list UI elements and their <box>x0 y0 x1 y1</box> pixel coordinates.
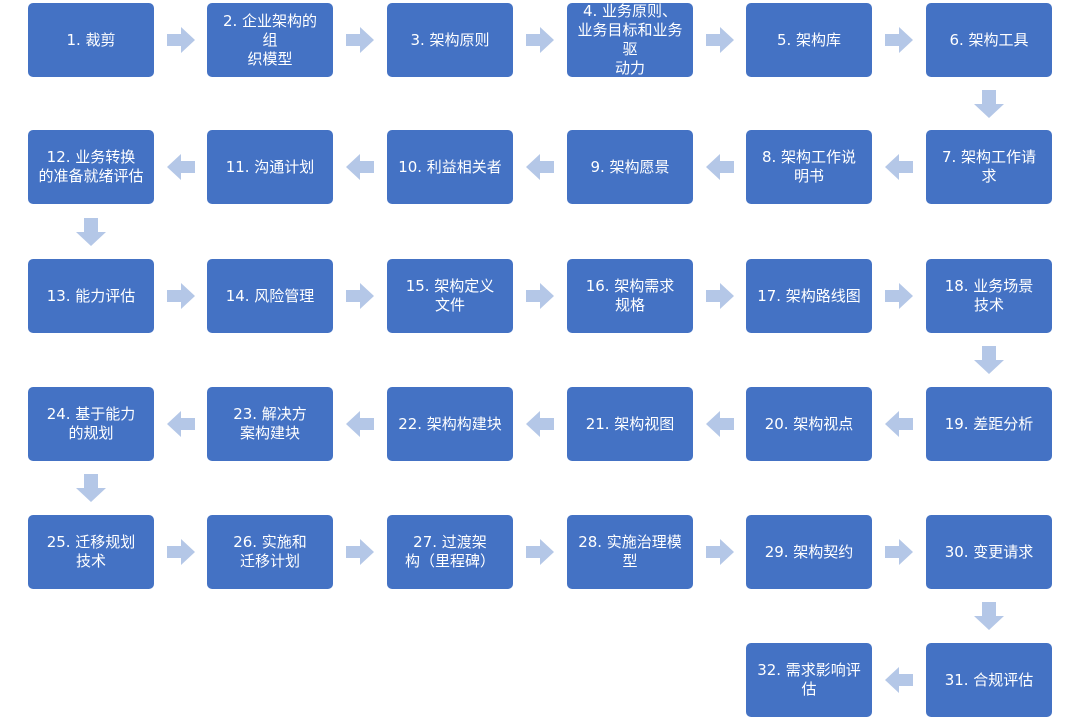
step-box: 29. 架构契约 <box>746 515 872 589</box>
flow-arrow-icon <box>526 27 554 53</box>
step-label: 10. 利益相关者 <box>398 157 502 176</box>
step-label: 13. 能力评估 <box>46 286 136 305</box>
flow-arrow-icon <box>885 539 913 565</box>
step-label: 30. 变更请求 <box>944 542 1034 561</box>
step-label: 11. 沟通计划 <box>225 157 315 176</box>
step-box: 2. 企业架构的组织模型 <box>207 3 333 77</box>
step-label: 17. 架构路线图 <box>757 286 861 305</box>
step-label: 18. 业务场景技术 <box>944 277 1034 314</box>
flow-arrow-icon <box>526 411 554 437</box>
step-box: 23. 解决方案构建块 <box>207 387 333 461</box>
step-label: 29. 架构契约 <box>764 542 854 561</box>
step-label: 24. 基于能力的规划 <box>46 405 136 442</box>
flow-arrow-icon <box>705 27 734 53</box>
flow-arrow-icon <box>166 154 195 180</box>
step-label: 9. 架构愿景 <box>590 157 670 176</box>
step-box: 22. 架构构建块 <box>387 387 513 461</box>
step-box: 31. 合规评估 <box>926 643 1052 717</box>
step-label: 19. 差距分析 <box>944 414 1034 433</box>
step-label: 28. 实施治理模型 <box>578 533 682 570</box>
step-box: 26. 实施和迁移计划 <box>207 515 333 589</box>
flow-arrow-icon <box>885 411 913 437</box>
flow-arrow-icon <box>885 283 913 309</box>
step-label: 14. 风险管理 <box>225 286 315 305</box>
step-box: 9. 架构愿景 <box>567 130 693 204</box>
flow-arrow-icon <box>346 539 374 565</box>
flow-arrow-icon <box>166 411 195 437</box>
flow-arrow-icon <box>76 217 106 246</box>
step-box: 15. 架构定义文件 <box>387 259 513 333</box>
step-box: 30. 变更请求 <box>926 515 1052 589</box>
step-label: 31. 合规评估 <box>944 670 1034 689</box>
flow-arrow-icon <box>974 602 1004 630</box>
flow-arrow-icon <box>885 154 913 180</box>
step-box: 12. 业务转换的准备就绪评估 <box>28 130 154 204</box>
step-label: 5. 架构库 <box>776 30 842 49</box>
step-box: 24. 基于能力的规划 <box>28 387 154 461</box>
step-box: 28. 实施治理模型 <box>567 515 693 589</box>
step-box: 3. 架构原则 <box>387 3 513 77</box>
step-box: 10. 利益相关者 <box>387 130 513 204</box>
step-box: 32. 需求影响评估 <box>746 643 872 717</box>
step-box: 21. 架构视图 <box>567 387 693 461</box>
step-label: 3. 架构原则 <box>410 30 490 49</box>
step-label: 32. 需求影响评估 <box>757 661 861 698</box>
flow-arrow-icon <box>705 411 734 437</box>
flow-arrow-icon <box>166 283 195 309</box>
step-label: 4. 业务原则、业务目标和业务驱动力 <box>577 2 683 77</box>
flow-arrow-icon <box>346 154 374 180</box>
flow-arrow-icon <box>346 411 374 437</box>
step-box: 14. 风险管理 <box>207 259 333 333</box>
step-label: 26. 实施和迁移计划 <box>233 533 307 570</box>
flow-arrow-icon <box>705 154 734 180</box>
step-label: 8. 架构工作说明书 <box>761 148 857 185</box>
step-label: 7. 架构工作请求 <box>941 148 1037 185</box>
step-box: 25. 迁移规划技术 <box>28 515 154 589</box>
step-box: 16. 架构需求规格 <box>567 259 693 333</box>
flow-arrow-icon <box>885 667 913 693</box>
flow-arrow-icon <box>974 89 1004 118</box>
flow-arrow-icon <box>974 346 1004 374</box>
step-label: 2. 企业架构的组织模型 <box>222 11 318 68</box>
flow-arrow-icon <box>166 27 195 53</box>
step-box: 1. 裁剪 <box>28 3 154 77</box>
step-box: 5. 架构库 <box>746 3 872 77</box>
step-box: 19. 差距分析 <box>926 387 1052 461</box>
step-label: 27. 过渡架构（里程碑） <box>404 533 495 570</box>
flow-arrow-icon <box>526 283 554 309</box>
step-box: 27. 过渡架构（里程碑） <box>387 515 513 589</box>
step-label: 21. 架构视图 <box>585 414 675 433</box>
flow-arrow-icon <box>705 283 734 309</box>
step-box: 18. 业务场景技术 <box>926 259 1052 333</box>
step-box: 11. 沟通计划 <box>207 130 333 204</box>
step-box: 17. 架构路线图 <box>746 259 872 333</box>
step-label: 12. 业务转换的准备就绪评估 <box>38 148 144 185</box>
step-label: 20. 架构视点 <box>764 414 854 433</box>
flow-arrow-icon <box>166 539 195 565</box>
step-label: 22. 架构构建块 <box>398 414 502 433</box>
step-box: 20. 架构视点 <box>746 387 872 461</box>
step-box: 7. 架构工作请求 <box>926 130 1052 204</box>
step-box: 8. 架构工作说明书 <box>746 130 872 204</box>
step-label: 16. 架构需求规格 <box>585 277 675 314</box>
flow-arrow-icon <box>346 27 374 53</box>
step-label: 6. 架构工具 <box>949 30 1029 49</box>
step-label: 1. 裁剪 <box>66 30 116 49</box>
flow-arrow-icon <box>526 539 554 565</box>
step-box: 4. 业务原则、业务目标和业务驱动力 <box>567 2 693 77</box>
flow-arrow-icon <box>346 283 374 309</box>
step-label: 23. 解决方案构建块 <box>233 405 307 442</box>
step-label: 25. 迁移规划技术 <box>46 533 136 570</box>
flow-arrow-icon <box>705 539 734 565</box>
step-label: 15. 架构定义文件 <box>405 277 495 314</box>
flow-arrow-icon <box>885 27 913 53</box>
step-box: 13. 能力评估 <box>28 259 154 333</box>
flow-arrow-icon <box>76 474 106 502</box>
step-box: 6. 架构工具 <box>926 3 1052 77</box>
flow-arrow-icon <box>526 154 554 180</box>
